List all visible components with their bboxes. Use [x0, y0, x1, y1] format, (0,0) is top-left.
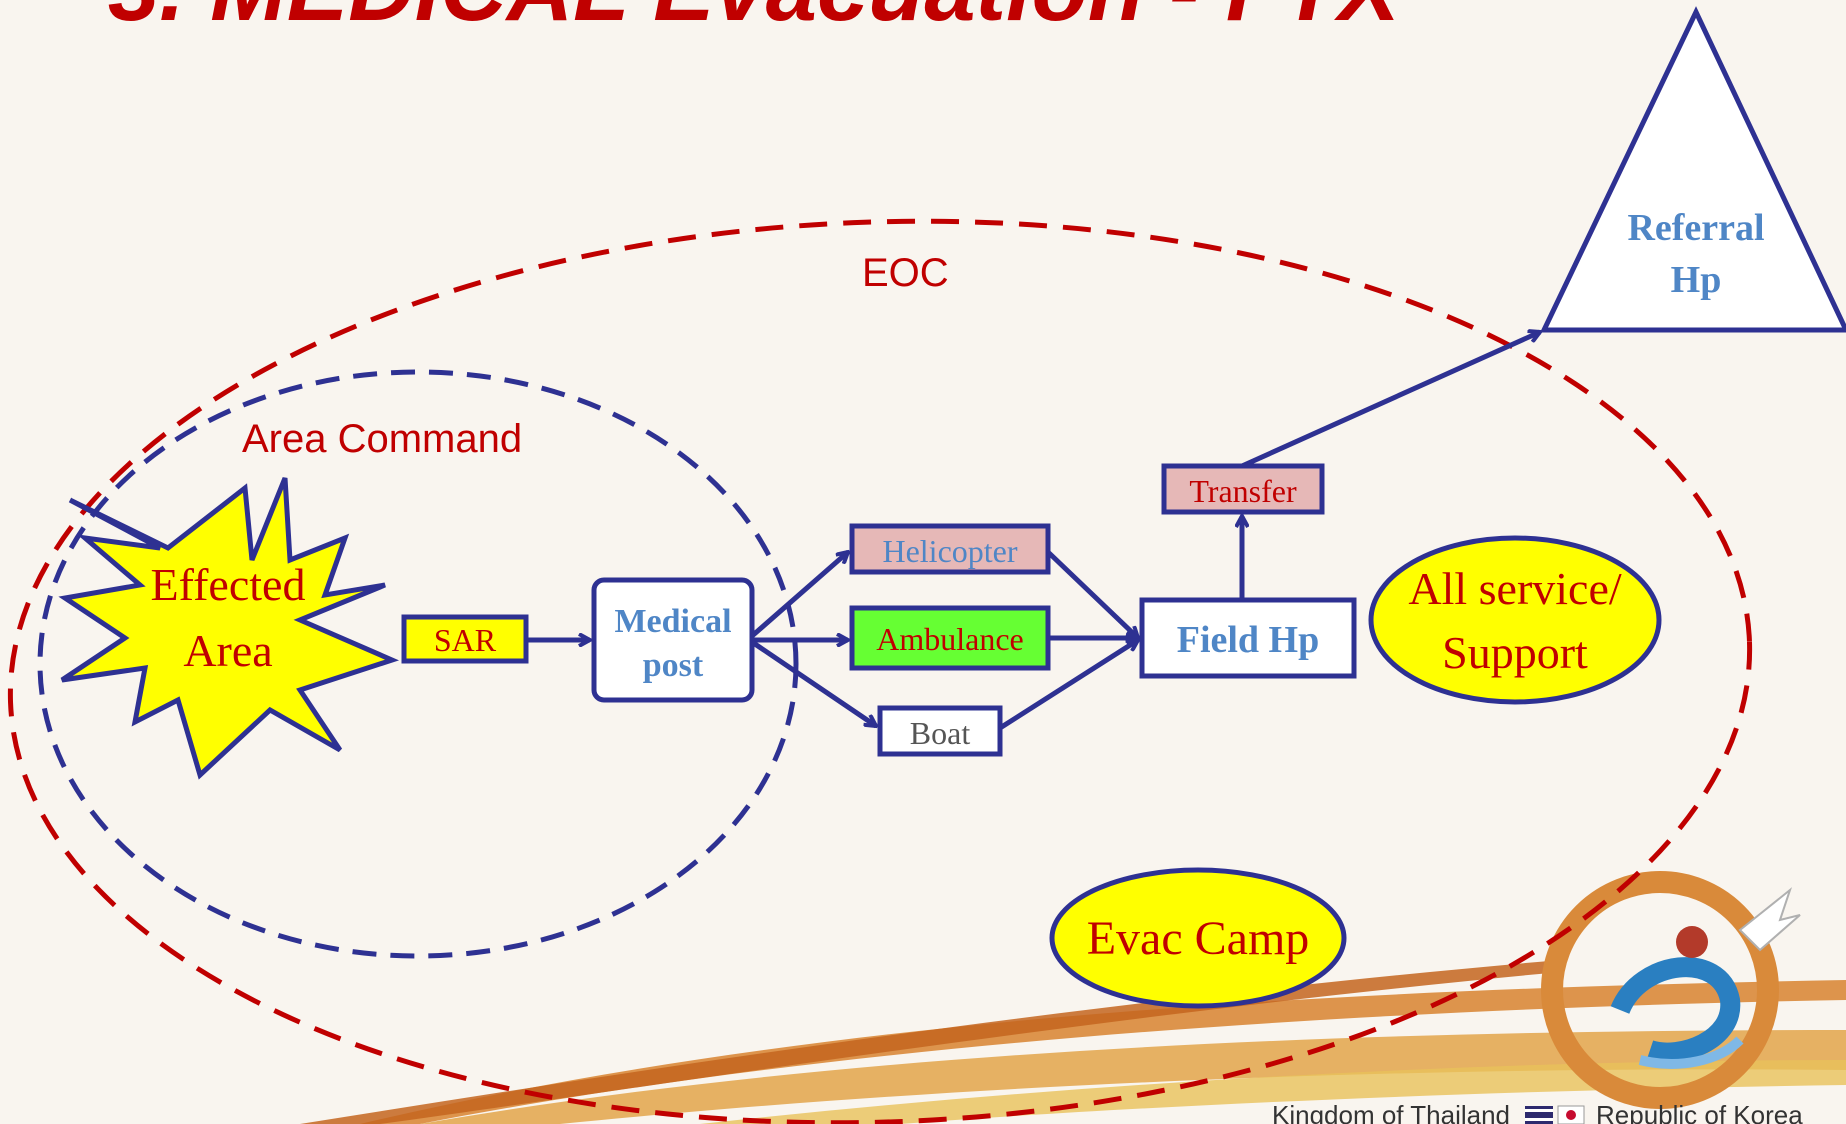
arrow-helicopter-to-field-hp [1046, 550, 1138, 638]
evac-camp-label: Evac Camp [1087, 912, 1310, 965]
arrow-boat-to-field-hp [998, 640, 1138, 731]
all-service-label-1: All service/ [1408, 563, 1622, 614]
footer-country-left: Kingdom of Thailand [1272, 1100, 1510, 1124]
eoc-label: EOC [862, 251, 949, 295]
helicopter-box [849, 523, 1051, 575]
arf-direx-logo [1541, 871, 1801, 1109]
evac-camp-ellipse [1049, 867, 1347, 1009]
effected-area-label-2: Area [183, 625, 272, 676]
field-hp-label: Field Hp [1177, 619, 1320, 661]
slide-title: 3. MEDICAL Evacuation - FTX [108, 0, 1404, 40]
korea-flag-icon [1557, 1105, 1585, 1124]
referral-hp-triangle [1540, 6, 1846, 333]
boat-box [877, 705, 1003, 757]
field-hp-box [1139, 597, 1357, 679]
all-service-ellipse [1368, 535, 1662, 705]
arrow-medical-post-to-boat [750, 639, 876, 726]
arrow-medical-post-to-helicopter [750, 552, 848, 638]
medical-post-label-2: post [643, 647, 704, 684]
transfer-label: Transfer [1189, 473, 1297, 509]
eoc-boundary [7, 218, 1753, 1124]
referral-hp-label-2: Hp [1671, 259, 1722, 301]
ambulance-label: Ambulance [876, 621, 1024, 657]
thailand-flag-icon [1525, 1106, 1553, 1124]
footer-country-right: Republic of Korea [1596, 1100, 1803, 1124]
ambulance-box [849, 605, 1051, 671]
area-command-label: Area Command [242, 417, 522, 461]
referral-hp-label-1: Referral [1627, 207, 1764, 249]
effected-area-starburst [58, 477, 400, 780]
transfer-box [1161, 463, 1325, 515]
effected-area-label-1: Effected [151, 559, 306, 610]
arrow-transfer-to-referral-hp [1240, 332, 1540, 469]
helicopter-label: Helicopter [882, 533, 1017, 569]
sar-label: SAR [434, 622, 497, 658]
medical-post-label-1: Medical [614, 603, 731, 640]
area-command-boundary [37, 369, 799, 959]
boat-label: Boat [910, 715, 971, 751]
all-service-label-2: Support [1442, 627, 1588, 678]
